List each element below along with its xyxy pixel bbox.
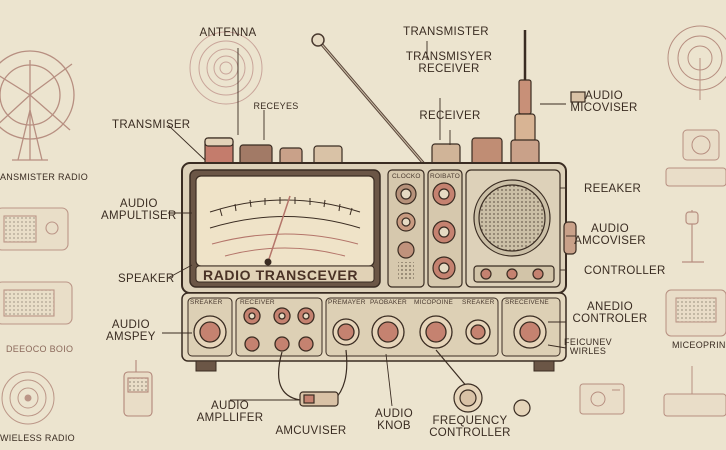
label-ansmister-radio: ANSMISTER RADIO [0, 172, 89, 182]
label-wireless-radio: WIELESS RADIO [0, 433, 75, 443]
label-dim: DEEOCO BOIO [6, 344, 74, 354]
section-label-sreaker-2: SREAKER [462, 299, 495, 306]
label-anedio-controler: ANEDIO CONTROLER [572, 301, 648, 326]
label-amcuviser: AMCUVISER [275, 425, 347, 437]
tuner-device-icon [579, 383, 625, 415]
label-controller: CONTROLLER [584, 265, 666, 277]
callout-lines [162, 41, 576, 407]
walkie-talkie-icon [123, 360, 153, 417]
radio-wave-icon [189, 31, 263, 105]
top-knobs [204, 137, 503, 168]
antenna [311, 33, 427, 166]
section-label-receiver: RECEIVER [240, 299, 275, 306]
panel-knobs [193, 307, 547, 352]
section-label-micopoine: MICOPOINE [414, 299, 453, 306]
label-frequency-controller: FREQUENCY CONTROLLER [429, 415, 511, 440]
receiver-antenna [510, 30, 586, 167]
small-radio-icon [663, 366, 726, 417]
frequency-knob-icon [435, 349, 531, 417]
windmill-antenna-icon [0, 50, 75, 161]
satellite-dish-icon [667, 25, 726, 100]
label-audio-ampllifer: AUDIO AMPLLIFER [196, 400, 264, 425]
portable-radio-icon [0, 281, 73, 325]
label-transmister: TRANSMISTER [403, 26, 489, 38]
meter-scale [209, 195, 361, 266]
microphone-icon [278, 349, 348, 407]
label-antenna: ANTENNA [199, 27, 257, 39]
section-label-premayer: PREMAYER [328, 299, 366, 306]
label-audio-micoviser: AUDIO MICOVISER [570, 90, 638, 115]
label-fecuney-wirles: FEICUNEV WIRLES [564, 337, 612, 357]
side-knob-column [387, 169, 463, 288]
mic-stand-icon [682, 210, 704, 263]
label-audio-amspey: AUDIO AMSPEY [106, 319, 156, 344]
label-receiver: RECEIVER [419, 110, 481, 122]
section-label-sreaker: SREAKER [190, 299, 223, 306]
label-micoprone: MICEOPRINE [672, 340, 726, 350]
label-audio-ampultiser: AUDIO AMPULTISER [101, 198, 177, 223]
label-transmisyer-receiver: TRANSMISYER RECEIVER [405, 51, 493, 76]
label-speaker: SPEAKER [118, 273, 175, 285]
label-transmiser: TRANSMISER [112, 119, 191, 131]
panel-title: RADIO TRANSCEVER [203, 267, 359, 283]
label-receyes: RECEYES [253, 101, 299, 111]
side-label-roibato: ROIBATO [430, 173, 461, 180]
label-audio-knob: AUDIO KNOB [375, 408, 413, 433]
section-label-paobaker: PAOBAKER [370, 299, 407, 306]
label-reeaker: REEAKER [584, 183, 642, 195]
side-label-clocko: CLOCKO [392, 173, 421, 180]
section-label-sreceivene: SRECEIVENE [505, 299, 549, 306]
boxed-radio-icon [665, 129, 726, 187]
table-radio-icon [0, 207, 69, 251]
vinyl-disc-icon [1, 371, 55, 425]
side-knob-icon [563, 221, 577, 255]
vintage-radio-icon [665, 289, 726, 337]
speaker-grille [465, 169, 561, 288]
label-audio-amcoviser: AUDIO AMCOVISER [574, 223, 646, 248]
